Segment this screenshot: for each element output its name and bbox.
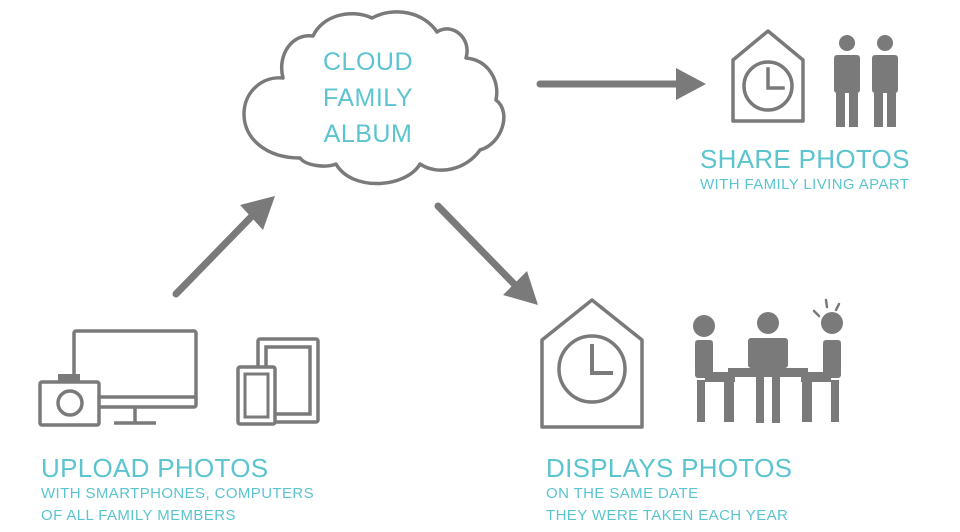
upload-photos-subtitle-line: WITH SMARTPHONES, COMPUTERS [41, 485, 315, 502]
house-clock-icon [540, 298, 644, 429]
cloud-label-line: FAMILY [322, 84, 414, 112]
arrow-up-right-icon [172, 196, 275, 298]
share-photos-subtitle: WITH FAMILY LIVING APART [700, 174, 910, 196]
two-people-icon [834, 35, 898, 127]
share-photos-subtitle-line: WITH FAMILY LIVING APART [700, 176, 910, 193]
cloud-icon [242, 10, 506, 186]
arrow-down-right-icon [434, 202, 538, 305]
house-clock-icon [731, 29, 805, 123]
displays-photos-block: DISPLAYS PHOTOS ON THE SAME DATE THEY WE… [546, 453, 792, 527]
cloud-label-line: CLOUD [322, 48, 413, 76]
family-at-table-icon [693, 298, 843, 423]
share-photos-block: SHARE PHOTOS WITH FAMILY LIVING APART [700, 144, 910, 196]
upload-photos-subtitle-line: OF ALL FAMILY MEMBERS [41, 507, 236, 524]
upload-photos-title: UPLOAD PHOTOS [41, 453, 269, 483]
share-photos-title: SHARE PHOTOS [700, 144, 910, 174]
smartphone-icon [236, 365, 277, 426]
displays-photos-title: DISPLAYS PHOTOS [546, 453, 793, 483]
camera-icon [38, 374, 101, 427]
displays-photos-subtitle: ON THE SAME DATE THEY WERE TAKEN EACH YE… [546, 483, 792, 527]
upload-photos-subtitle: WITH SMARTPHONES, COMPUTERS OF ALL FAMIL… [41, 483, 314, 527]
upload-photos-block: UPLOAD PHOTOS WITH SMARTPHONES, COMPUTER… [41, 453, 314, 527]
cloud-label: CLOUD FAMILY ALBUM [288, 44, 448, 152]
displays-photos-subtitle-line: ON THE SAME DATE [546, 485, 699, 502]
displays-photos-subtitle-line: THEY WERE TAKEN EACH YEAR [546, 507, 789, 524]
arrow-right-icon [536, 68, 706, 100]
cloud-label-line: ALBUM [323, 120, 413, 148]
